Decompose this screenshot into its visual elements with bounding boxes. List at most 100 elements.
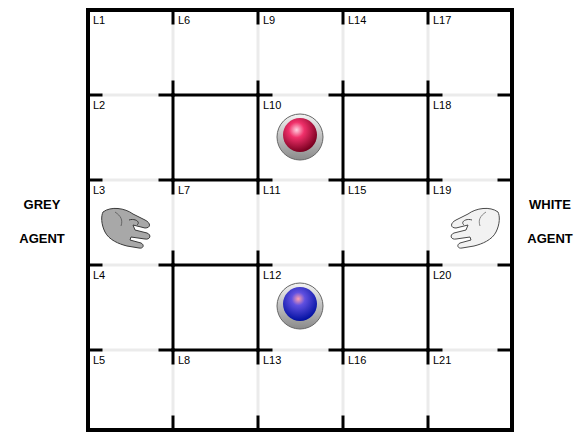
doorway [342,363,345,417]
maze-wall [257,350,260,363]
maze-cell: L3 [88,180,173,265]
maze-wall [342,265,345,350]
maze-cell: L5 [88,350,173,430]
maze-wall [172,350,175,363]
maze-wall [330,264,343,267]
cell-label: L15 [348,184,366,196]
maze-cell: L18 [428,95,512,180]
doorway [441,264,499,267]
cell-label: L1 [93,14,105,26]
cell-label: L19 [433,184,451,196]
doorway [342,193,345,252]
cell-label: L13 [263,354,281,366]
maze-wall [427,95,430,180]
cell-label: L17 [433,14,451,26]
maze-cell: L14 [343,10,428,95]
doorway [441,94,499,97]
maze-wall [342,180,345,193]
maze-wall [342,95,345,180]
maze-wall [427,265,430,350]
cell-label: L21 [433,354,451,366]
maze-wall [342,350,345,363]
maze-wall [172,180,175,193]
maze-cell: L12 [258,265,343,350]
maze-wall [173,264,258,267]
doorway [441,349,499,352]
maze-wall [330,179,343,182]
maze-wall [173,94,258,97]
cell-label: L18 [433,99,451,111]
maze-wall [160,349,173,352]
maze-border [88,10,512,430]
maze-cell: L15 [343,180,428,265]
maze-cell: L19 [428,180,512,265]
maze-wall [428,179,441,182]
doorway [101,179,160,182]
doorway [427,363,430,417]
maze-cell: L4 [88,265,173,350]
doorway [342,23,345,82]
doorway [271,179,330,182]
maze-cell: L11 [258,180,343,265]
maze-cell: L7 [173,180,258,265]
cell-label: L9 [263,14,275,26]
maze-wall [258,264,271,267]
maze-wall [160,94,173,97]
blue-sphere [277,283,323,329]
maze-cell: L21 [428,350,512,430]
doorway [172,363,175,417]
maze-wall [172,252,175,265]
maze-wall [258,94,271,97]
maze-wall [160,264,173,267]
doorway [101,94,160,97]
maze-wall [160,179,173,182]
doorway [101,349,160,352]
maze-cell: L13 [258,350,343,430]
doorway [271,94,330,97]
maze-wall [427,82,430,95]
red-sphere [277,114,323,160]
maze-wall [342,252,345,265]
doorway [441,179,499,182]
cell-label: L8 [178,354,190,366]
maze-wall [343,179,428,182]
cell-label: L12 [263,269,281,281]
maze-wall [427,180,430,193]
cell-label: L7 [178,184,190,196]
maze-cell: L20 [428,265,512,350]
grey-hand [102,208,150,248]
doorway [172,193,175,252]
cell-label: L2 [93,99,105,111]
white-hand [451,208,499,248]
maze-wall [258,349,271,352]
cell-label: L3 [93,184,105,196]
cell-label: L20 [433,269,451,281]
maze-wall [172,95,175,180]
maze-wall [343,264,428,267]
doorway [257,363,260,417]
maze-wall [257,95,260,180]
maze-wall [428,349,441,352]
maze-wall [258,179,271,182]
doorway [257,193,260,252]
maze-wall [172,265,175,350]
cell-label: L16 [348,354,366,366]
doorway [172,23,175,82]
maze-cell: L1 [88,10,173,95]
maze-cell: L6 [173,10,258,95]
maze-wall [257,252,260,265]
maze-wall [257,180,260,193]
cell-label: L11 [263,184,281,196]
maze-wall [330,349,343,352]
maze-cell: L10 [258,95,343,180]
doorway [271,349,330,352]
maze-wall [427,252,430,265]
maze-wall [343,94,428,97]
maze-wall [427,350,430,363]
maze-cell: L2 [88,95,173,180]
doorway [101,264,160,267]
doorway [427,23,430,82]
doorway [271,264,330,267]
maze-wall [343,349,428,352]
